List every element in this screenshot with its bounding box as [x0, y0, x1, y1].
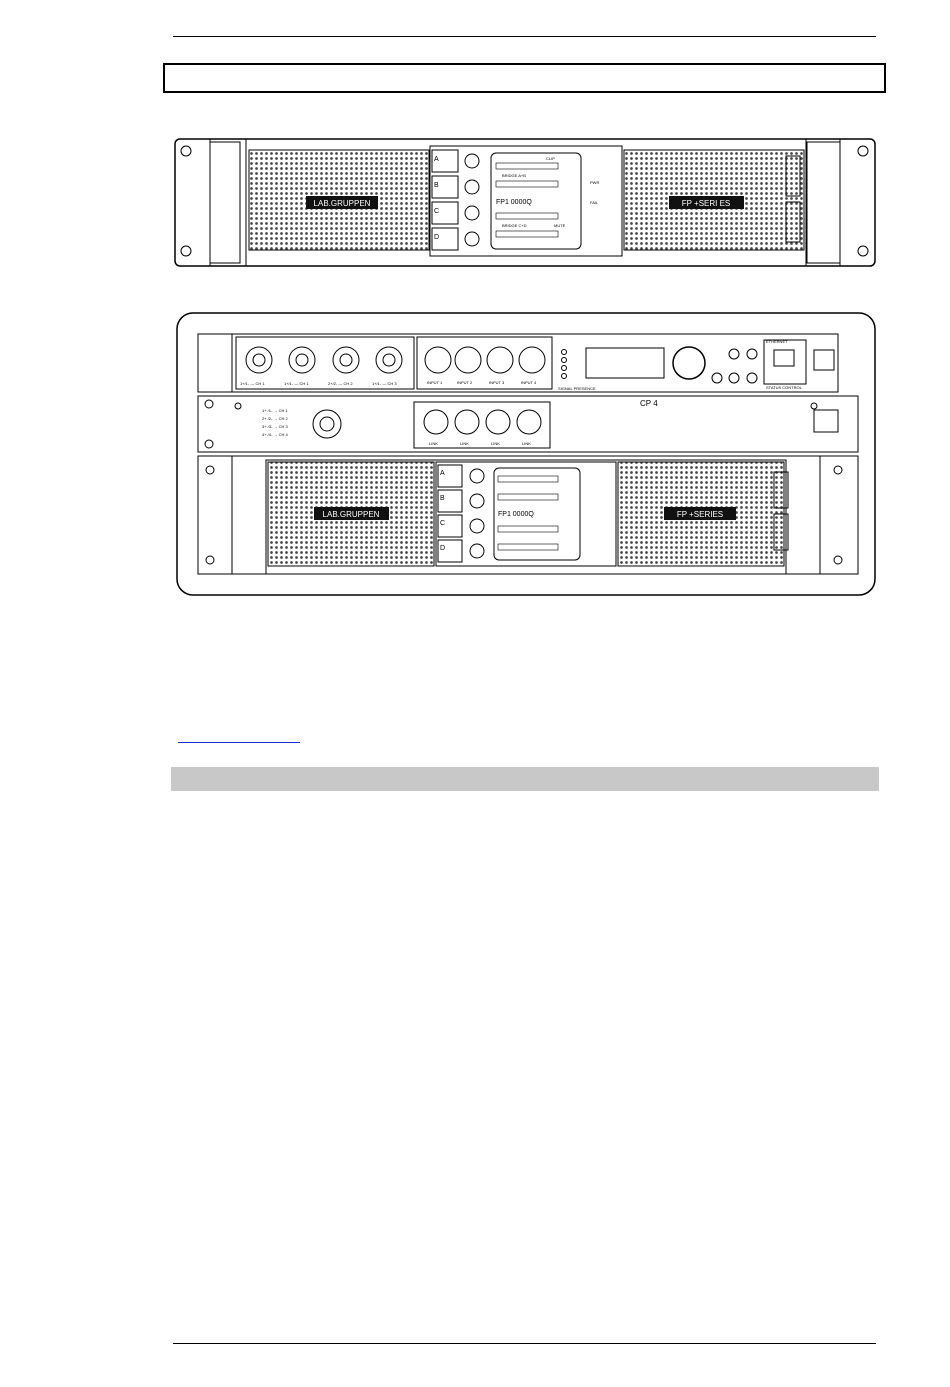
speakon-connectors	[245, 346, 403, 374]
pwr-label: PWR	[590, 180, 599, 185]
cp4-label: CP 4	[640, 399, 658, 408]
clip-label: CLIP	[546, 156, 555, 161]
gain-knobs-2	[469, 468, 485, 559]
status-leds	[561, 349, 567, 379]
pin-label: 1+ /1- → CH 1	[262, 408, 288, 413]
speakon-label: 1+/1- — CH 3	[372, 381, 397, 386]
link-label: LINK	[429, 441, 438, 446]
bottom-rack-holes	[205, 465, 843, 565]
pin-label: 2+ /2- → CH 2	[262, 416, 288, 421]
ethernet-label: ETHERNET	[766, 339, 788, 344]
link-label: LINK	[491, 441, 500, 446]
model-label-2: FP1 0000Q	[498, 511, 534, 518]
display-window	[585, 347, 665, 379]
figure-amplifier-front-panel: LAB.GRUPPEN FP +SERI ES A B C D FP1 0000…	[174, 138, 876, 267]
fail-label: FAIL	[590, 200, 599, 205]
rotary-encoder	[672, 346, 706, 380]
channel-c: C	[434, 208, 439, 215]
bridge-cd-label: BRIDGE C+D	[502, 223, 527, 228]
section-title-box	[163, 63, 886, 93]
channel-d-2: D	[440, 545, 445, 552]
channel-c-2: C	[440, 520, 445, 527]
brand-logo: LAB.GRUPPEN	[314, 199, 371, 208]
input-label: INPUT 3	[489, 380, 505, 385]
series-logo: FP +SERI ES	[682, 199, 731, 208]
speakon-label: 1+/1- — CH 1	[284, 381, 309, 386]
bridge-ab-label: BRIDGE A+B	[502, 173, 526, 178]
xlr-inputs	[424, 346, 546, 374]
rack-hole	[857, 245, 869, 257]
input-label: INPUT 2	[457, 380, 473, 385]
pin-label: 3+ /3- → CH 3	[262, 424, 288, 429]
channel-b: B	[434, 182, 439, 189]
left-grille	[248, 149, 430, 251]
mute-label: MUTE	[554, 223, 566, 228]
signal-label: SIGNAL PRESENCE	[558, 386, 596, 391]
status-label: STATUS CONTROL	[766, 385, 803, 390]
speakon-label: 1+/1- — CH 1	[240, 381, 265, 386]
channel-d: D	[434, 234, 439, 241]
channel-labels: A B C D	[431, 149, 459, 251]
brand-logo-2: LAB.GRUPPEN	[323, 510, 380, 519]
cp4-screws	[204, 399, 818, 449]
speakon-label: 2+/2- — CH 2	[328, 381, 353, 386]
channel-b-2: B	[440, 495, 445, 502]
input-label: INPUT 4	[521, 380, 537, 385]
series-logo-2: FP +SERIES	[677, 510, 723, 519]
bottom-rule	[173, 1343, 876, 1344]
link-label: LINK	[460, 441, 469, 446]
rack-hole	[180, 245, 192, 257]
pin-label: 4+ /4- → CH 4	[262, 432, 288, 437]
section-header-bar	[171, 767, 879, 791]
figure-rack-with-cp4: 1+/1- — CH 1 1+/1- — CH 1 2+/2- — CH 2 1…	[176, 312, 876, 596]
meter-rows-2	[497, 475, 559, 551]
gain-knobs	[464, 153, 480, 247]
cp4-link-xlrs	[423, 409, 542, 435]
input-label: INPUT 1	[427, 380, 443, 385]
hyperlink-underline[interactable]	[178, 742, 300, 743]
top-rule	[173, 36, 876, 37]
channel-labels-2: A B C D	[437, 464, 463, 563]
link-label: LINK	[522, 441, 531, 446]
meter-rows	[495, 162, 559, 238]
channel-a-2: A	[440, 470, 445, 477]
model-label: FP1 0000Q	[496, 199, 532, 206]
rack-hole	[857, 145, 869, 157]
rack-hole	[180, 145, 192, 157]
channel-a: A	[434, 156, 439, 163]
